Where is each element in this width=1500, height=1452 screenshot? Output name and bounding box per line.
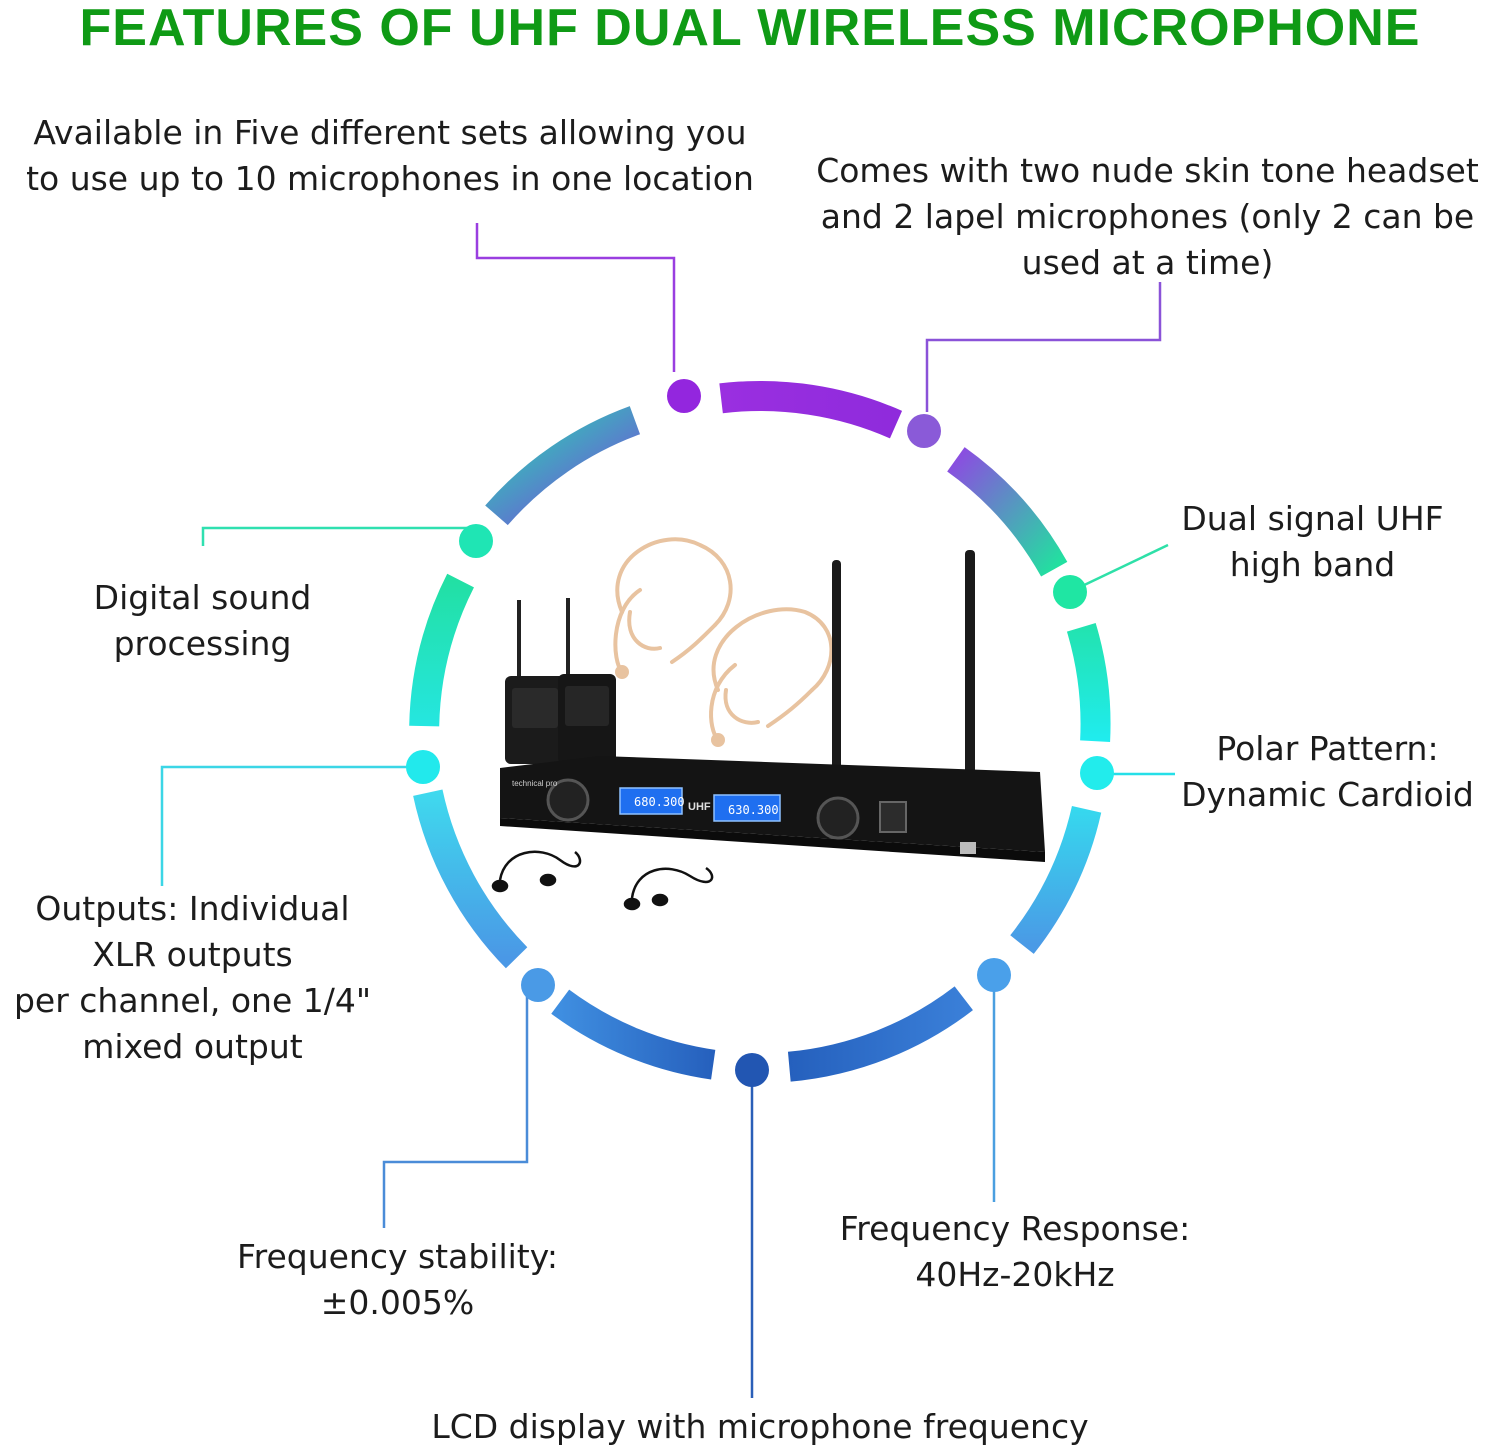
leader-line-dsp <box>201 526 476 546</box>
lcd-text-a: 680.300 <box>634 795 685 809</box>
lapel-mic-right <box>623 866 714 911</box>
ring-arc-bottom-right <box>787 986 973 1082</box>
lcd-display-a <box>619 787 683 815</box>
dot-stability <box>521 968 555 1002</box>
headset-left <box>613 537 733 679</box>
ring-arc-right <box>1066 622 1111 742</box>
leader-line-uhf <box>1077 543 1169 590</box>
page-title: FEATURES OF UHF DUAL WIRELESS MICROPHONE <box>79 0 1421 57</box>
leader-line-outputs <box>160 765 423 886</box>
feature-label-response: Frequency Response: 40Hz-20kHz <box>839 1209 1191 1294</box>
ring-arc-lower-right <box>1010 805 1102 954</box>
device-brand-text: technical pro <box>512 779 558 788</box>
ring-arc-upper-right <box>947 447 1068 577</box>
feature-label-outputs: Outputs: Individual XLR outputs per chan… <box>13 889 372 1066</box>
dot-polar <box>1080 756 1114 790</box>
receiver-unit <box>500 756 1045 862</box>
ring-arc-lower-left <box>413 789 528 969</box>
leader-line-accessories <box>925 282 1162 412</box>
feature-ring <box>409 381 1111 1082</box>
dot-lcd <box>735 1053 769 1087</box>
uhf-badge-text: UHF <box>688 801 711 813</box>
receiver-knob-b <box>816 796 860 840</box>
ring-arc-upper-left <box>485 406 641 526</box>
feature-label-stability: Frequency stability: ±0.005% <box>237 1237 558 1322</box>
antenna-left <box>832 560 841 770</box>
dot-uhf <box>1053 575 1087 609</box>
feature-label-accessories: Comes with two nude skin tone headset an… <box>816 151 1479 282</box>
ring-arc-bottom-left <box>551 989 716 1080</box>
feature-label-lcd: LCD display with microphone frequency <box>431 1407 1089 1446</box>
antenna-right <box>965 550 975 775</box>
ring-arc-top <box>719 381 903 439</box>
dot-dsp <box>459 524 493 558</box>
lcd-display-b <box>713 794 781 822</box>
feature-label-polar: Polar Pattern: Dynamic Cardioid <box>1181 729 1474 814</box>
feature-label-sets: Available in Five different sets allowin… <box>26 113 754 198</box>
leader-line-stability <box>382 985 529 1228</box>
bodypack-left <box>505 600 565 764</box>
headset-right <box>709 607 834 747</box>
dot-accessories <box>907 414 941 448</box>
ring-arc-left <box>409 573 475 727</box>
dot-sets <box>667 379 701 413</box>
feature-label-uhf: Dual signal UHF high band <box>1181 499 1444 584</box>
lcd-text-b: 630.300 <box>728 803 779 817</box>
dot-response <box>977 958 1011 992</box>
product-illustration: technical pro 680.300 UHF 630.300 <box>491 537 1045 911</box>
feature-label-dsp: Digital sound processing <box>93 578 312 663</box>
dot-outputs <box>406 750 440 784</box>
leader-line-sets <box>475 223 676 372</box>
leader-lines <box>160 223 1175 1398</box>
lapel-mic-left <box>491 850 582 893</box>
bodypack-right <box>558 598 616 764</box>
receiver-knob-a <box>546 778 590 822</box>
ring-dots <box>406 379 1114 1087</box>
